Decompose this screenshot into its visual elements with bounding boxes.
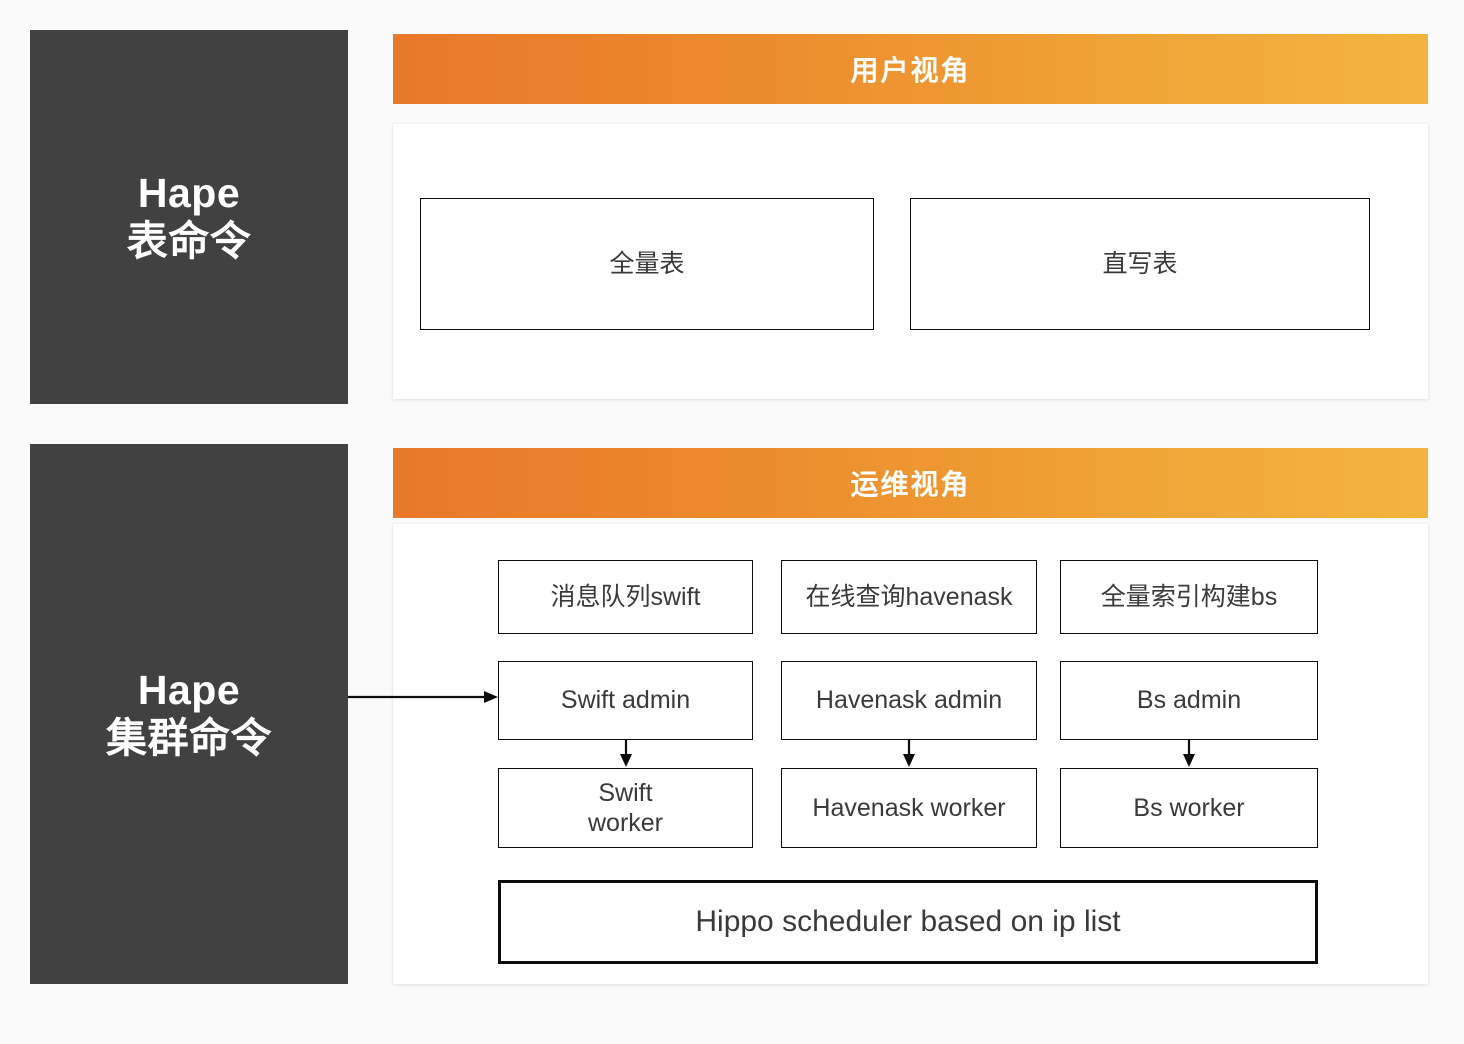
node-havenask-admin[interactable]: Havenask admin — [781, 661, 1037, 740]
node-direct-write-table[interactable]: 直写表 — [910, 198, 1370, 330]
arrow-swift-admin-to-worker — [617, 740, 635, 768]
side-panel-cluster-commands: Hape 集群命令 — [30, 444, 348, 984]
node-swift-worker[interactable]: Swift worker — [498, 768, 753, 848]
side-panel-title-en: Hape — [137, 169, 241, 216]
arrow-bs-admin-to-worker — [1180, 740, 1198, 768]
node-swift-admin[interactable]: Swift admin — [498, 661, 753, 740]
side-panel-title-cn: 表命令 — [126, 218, 252, 264]
node-bs-worker[interactable]: Bs worker — [1060, 768, 1318, 848]
side-panel-title-en: Hape — [137, 666, 241, 713]
section-header-user-view: 用户视角 — [393, 34, 1428, 104]
arrow-cluster-commands-to-swift-admin — [348, 686, 500, 708]
node-component-swift[interactable]: 消息队列swift — [498, 560, 753, 634]
node-full-table[interactable]: 全量表 — [420, 198, 874, 330]
section-header-title: 运维视角 — [850, 469, 971, 500]
node-bs-admin[interactable]: Bs admin — [1060, 661, 1318, 740]
side-panel-table-commands: Hape 表命令 — [30, 30, 348, 404]
section-header-title: 用户视角 — [850, 55, 971, 86]
node-havenask-worker[interactable]: Havenask worker — [781, 768, 1037, 848]
node-component-bs[interactable]: 全量索引构建bs — [1060, 560, 1318, 634]
node-hippo-scheduler[interactable]: Hippo scheduler based on ip list — [498, 880, 1318, 964]
side-panel-title-cn: 集群命令 — [106, 715, 272, 761]
arrow-havenask-admin-to-worker — [900, 740, 918, 768]
node-component-havenask[interactable]: 在线查询havenask — [781, 560, 1037, 634]
section-header-ops-view: 运维视角 — [393, 448, 1428, 518]
